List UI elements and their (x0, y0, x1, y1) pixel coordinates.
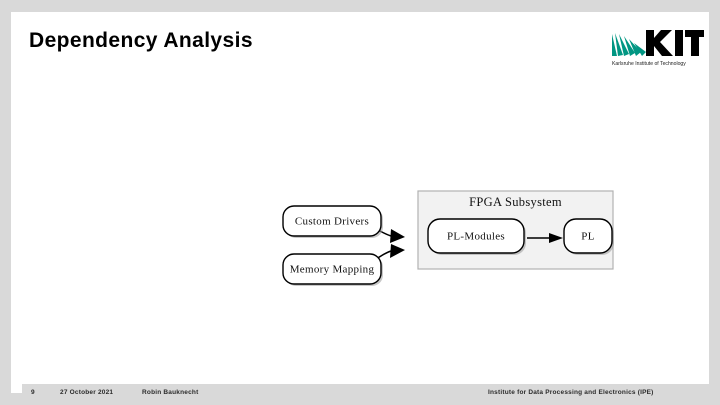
footer-date: 27 October 2021 (60, 389, 114, 396)
page-title: Dependency Analysis (29, 29, 253, 52)
footer-page-number: 9 (31, 389, 35, 396)
node-pl-modules: PL-Modules (427, 218, 526, 255)
footer: 9 27 October 2021 Robin Bauknecht Instit… (22, 384, 720, 405)
kit-wordmark-icon (646, 30, 704, 56)
footer-author: Robin Bauknecht (142, 389, 199, 396)
node-pl-label: PL (581, 231, 594, 243)
slide-canvas: Dependency Analysis Karlsruhe Institute (11, 12, 720, 405)
kit-fan-icon (612, 33, 646, 56)
node-pl-modules-label: PL-Modules (447, 231, 505, 243)
group-fpga-subsystem-label: FPGA Subsystem (469, 195, 562, 209)
edge-memory-mapping-to-pl-modules (360, 244, 405, 266)
kit-tagline: Karlsruhe Institute of Technology (612, 61, 686, 67)
node-memory-mapping: Memory Mapping (282, 253, 383, 286)
node-pl: PL (563, 218, 614, 255)
node-custom-drivers: Custom Drivers (282, 205, 383, 238)
group-fpga-subsystem: FPGA Subsystem (417, 190, 614, 270)
kit-logo: Karlsruhe Institute of Technology (604, 22, 704, 72)
node-custom-drivers-label: Custom Drivers (295, 216, 369, 228)
edge-custom-drivers-to-pl-modules (360, 223, 405, 243)
footer-institute: Institute for Data Processing and Electr… (488, 389, 654, 396)
edge-pl-modules-to-pl (527, 233, 563, 243)
node-memory-mapping-label: Memory Mapping (290, 264, 375, 276)
